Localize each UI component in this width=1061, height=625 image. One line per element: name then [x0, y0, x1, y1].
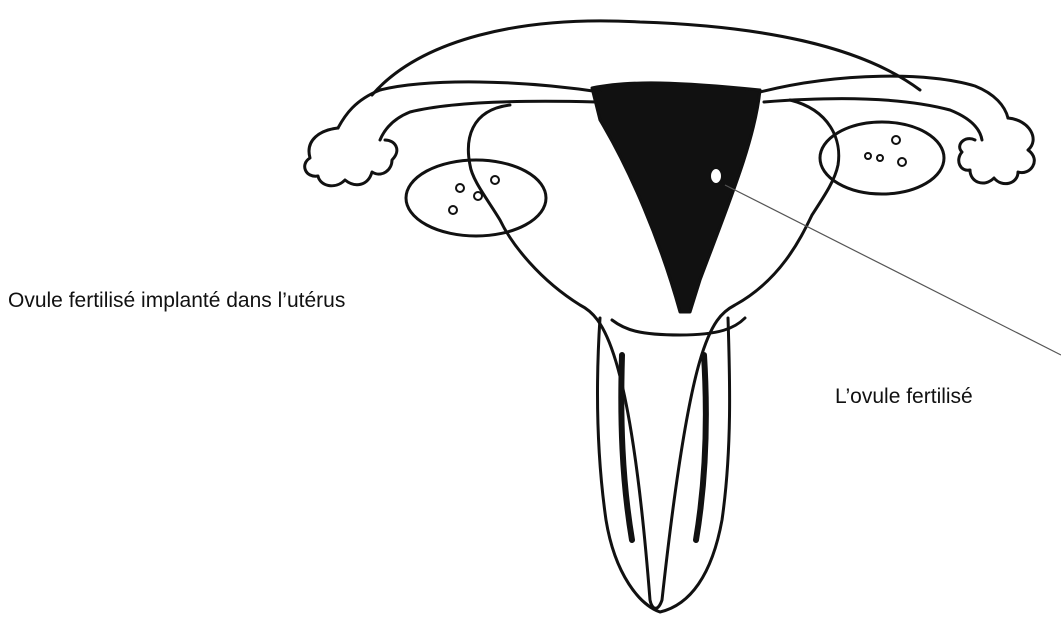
cervix	[612, 318, 745, 335]
follicle-dot	[898, 158, 906, 166]
follicle-dot	[474, 192, 482, 200]
follicle-dot	[877, 155, 883, 161]
follicle-dot	[456, 184, 464, 192]
fertilized-egg	[710, 168, 722, 184]
right-fallopian-tube-inner	[764, 99, 982, 140]
follicle-dot	[892, 136, 900, 144]
caption-fertilized-egg: L’ovule fertilisé	[835, 386, 973, 407]
right-fimbriae	[959, 118, 1035, 184]
left-fallopian-tube-inner	[380, 101, 596, 140]
follicle-dot	[865, 153, 871, 159]
right-fallopian-tube	[760, 76, 1008, 118]
follicle-dot	[449, 206, 457, 214]
leader-line	[725, 185, 1061, 355]
uterine-cavity	[592, 83, 760, 312]
caption-implanted-egg: Ovule fertilisé implanté dans l’utérus	[8, 290, 345, 311]
follicle-dot	[491, 176, 499, 184]
left-ovary	[406, 160, 546, 236]
